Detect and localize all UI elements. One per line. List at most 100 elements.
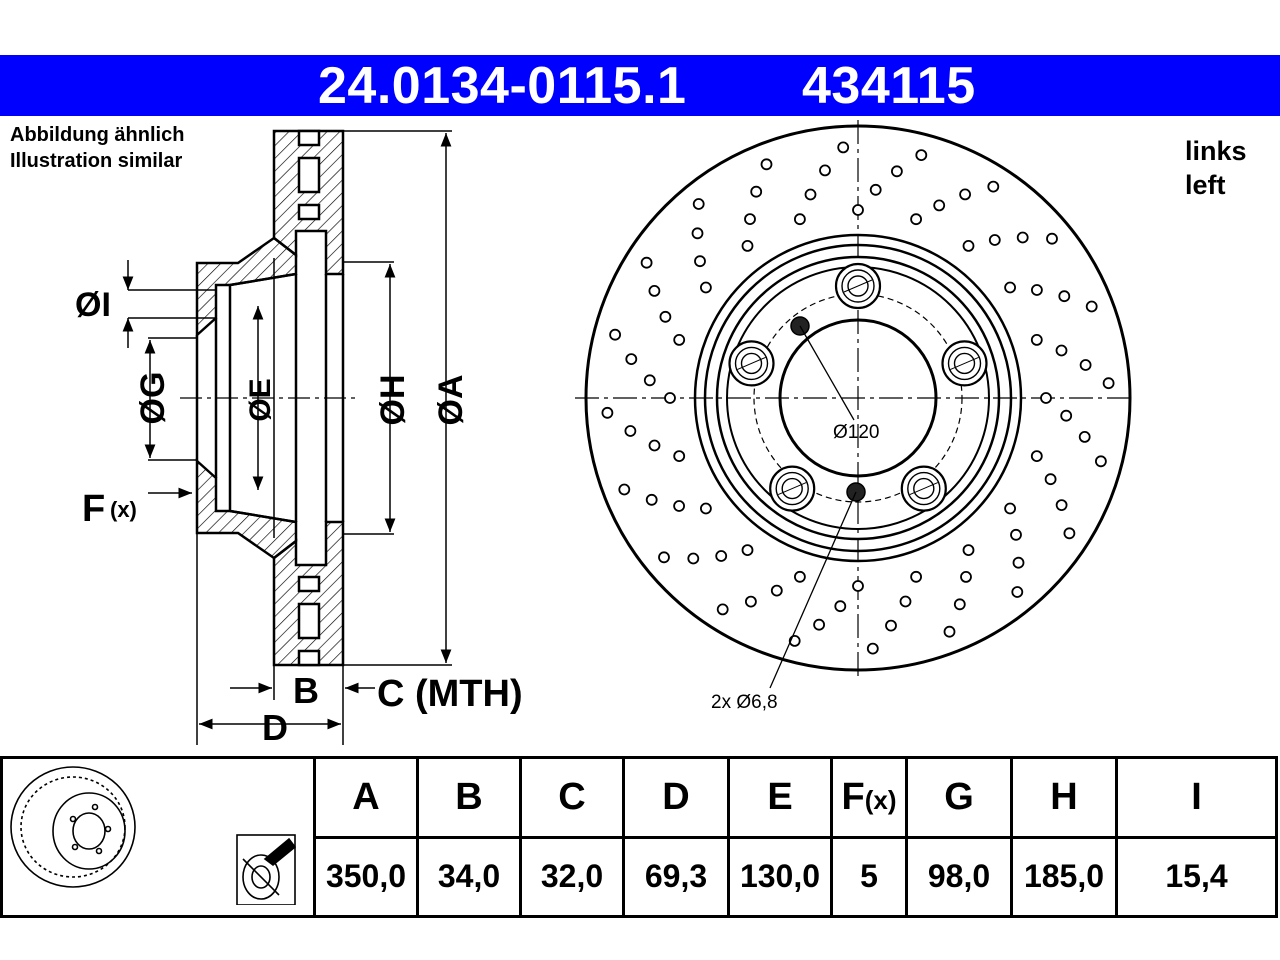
section-dimensions bbox=[122, 130, 452, 745]
drill-hole bbox=[618, 483, 631, 496]
drill-hole bbox=[1095, 455, 1107, 468]
drill-hole bbox=[885, 619, 897, 632]
spec-value-A: 350,0 bbox=[313, 835, 419, 918]
spec-header-I: I bbox=[1115, 756, 1278, 839]
drill-hole bbox=[953, 598, 966, 611]
drill-hole bbox=[1058, 290, 1071, 303]
drill-hole bbox=[891, 165, 903, 178]
min-thickness-caliper-icon bbox=[236, 834, 297, 906]
label-locating-holes: 2x Ø6,8 bbox=[711, 692, 778, 713]
drill-hole bbox=[640, 256, 653, 269]
drill-hole bbox=[1055, 499, 1068, 512]
spec-header-A: A bbox=[313, 756, 419, 839]
drill-hole bbox=[1040, 392, 1052, 404]
drill-hole bbox=[673, 333, 686, 346]
drill-hole bbox=[744, 213, 756, 226]
label-pcd: Ø120 bbox=[833, 422, 879, 443]
drill-hole bbox=[1012, 556, 1025, 569]
drill-hole bbox=[852, 580, 864, 592]
ref-number: 434115 bbox=[802, 57, 976, 115]
section-view bbox=[180, 129, 360, 667]
drill-hole bbox=[659, 310, 672, 323]
drill-hole bbox=[687, 552, 700, 565]
drill-hole bbox=[813, 618, 825, 631]
label-dim-G: ØG bbox=[134, 372, 172, 425]
drill-hole bbox=[625, 353, 638, 366]
bolt-hole bbox=[728, 340, 775, 387]
drill-hole bbox=[794, 570, 806, 583]
label-dim-F: F bbox=[82, 488, 105, 530]
label-dim-E: ØE bbox=[244, 378, 277, 421]
drill-hole bbox=[1004, 502, 1016, 515]
drill-hole bbox=[1016, 231, 1029, 244]
drill-hole bbox=[760, 158, 773, 171]
drill-hole bbox=[834, 600, 847, 613]
spec-value-B: 34,0 bbox=[416, 835, 522, 918]
technical-drawing: ØI ØG ØE ØH ØA F (x) B C (MTH) D Ø120 2x… bbox=[75, 120, 1135, 748]
drill-hole bbox=[1085, 300, 1098, 313]
drill-hole bbox=[1079, 359, 1092, 371]
spec-value-E: 130,0 bbox=[727, 835, 833, 918]
spec-header-C: C bbox=[519, 756, 625, 839]
label-dim-A: ØA bbox=[432, 375, 470, 426]
drill-hole bbox=[899, 595, 912, 608]
drill-hole bbox=[962, 239, 975, 252]
drill-hole bbox=[960, 571, 972, 583]
drill-hole bbox=[716, 603, 729, 616]
spec-header-G: G bbox=[905, 756, 1013, 839]
drill-hole bbox=[987, 180, 1000, 193]
label-dim-I: ØI bbox=[75, 286, 111, 324]
drill-hole bbox=[866, 642, 879, 655]
drill-hole bbox=[741, 544, 754, 556]
drill-hole bbox=[988, 234, 1001, 246]
label-dim-F-sub: (x) bbox=[110, 497, 137, 522]
drill-hole bbox=[694, 255, 706, 268]
part-number: 24.0134-0115.1 bbox=[318, 57, 687, 115]
spec-header-E: E bbox=[727, 756, 833, 839]
drill-hole bbox=[915, 149, 928, 162]
drill-hole bbox=[691, 227, 704, 240]
disclaimer-en: Illustration similar bbox=[10, 150, 183, 172]
drill-hole bbox=[648, 284, 661, 297]
label-dim-D: D bbox=[262, 707, 288, 748]
drill-hole bbox=[852, 204, 864, 216]
label-dim-C: C (MTH) bbox=[377, 673, 523, 715]
drill-hole bbox=[700, 502, 712, 515]
drill-hole bbox=[1055, 344, 1068, 357]
spec-header-F: F(x) bbox=[830, 756, 908, 839]
drill-hole bbox=[715, 550, 728, 562]
bolt-hole bbox=[769, 465, 816, 512]
drill-hole bbox=[745, 595, 757, 608]
drill-hole bbox=[645, 493, 658, 506]
drill-hole bbox=[869, 183, 882, 196]
drill-hole bbox=[1078, 430, 1091, 443]
drill-hole bbox=[933, 199, 946, 212]
drill-hole bbox=[910, 570, 922, 583]
drill-hole bbox=[1102, 377, 1115, 390]
disclaimer-de: Abbildung ähnlich bbox=[10, 124, 185, 146]
section-labels: ØI ØG ØE ØH ØA F (x) B C (MTH) D bbox=[75, 286, 523, 748]
drill-hole bbox=[1010, 528, 1022, 541]
drill-hole bbox=[1030, 333, 1043, 346]
front-view bbox=[575, 120, 1135, 689]
drill-hole bbox=[770, 584, 783, 597]
drill-hole bbox=[1004, 281, 1016, 294]
label-dim-B: B bbox=[293, 670, 319, 711]
spec-value-G: 98,0 bbox=[905, 835, 1013, 918]
spec-header-D: D bbox=[622, 756, 730, 839]
side-label: links left bbox=[1185, 134, 1247, 202]
spec-table: A B C D E F(x) G H I 350,0 34,0 32,0 69,… bbox=[0, 756, 1278, 918]
spec-value-C: 32,0 bbox=[519, 835, 625, 918]
spec-value-I: 15,4 bbox=[1115, 835, 1278, 918]
drill-hole bbox=[962, 544, 975, 556]
drill-hole bbox=[910, 213, 922, 226]
disclaimer: Abbildung ähnlich Illustration similar bbox=[10, 122, 184, 174]
drill-hole bbox=[1011, 586, 1024, 598]
drill-hole bbox=[1060, 409, 1073, 422]
drill-hole bbox=[819, 164, 831, 177]
front-labels: Ø120 2x Ø6,8 bbox=[711, 422, 879, 713]
drill-hole bbox=[741, 239, 754, 252]
bolt-hole bbox=[900, 465, 947, 512]
spec-value-F: 5 bbox=[830, 835, 908, 918]
drill-hole bbox=[1030, 450, 1043, 463]
